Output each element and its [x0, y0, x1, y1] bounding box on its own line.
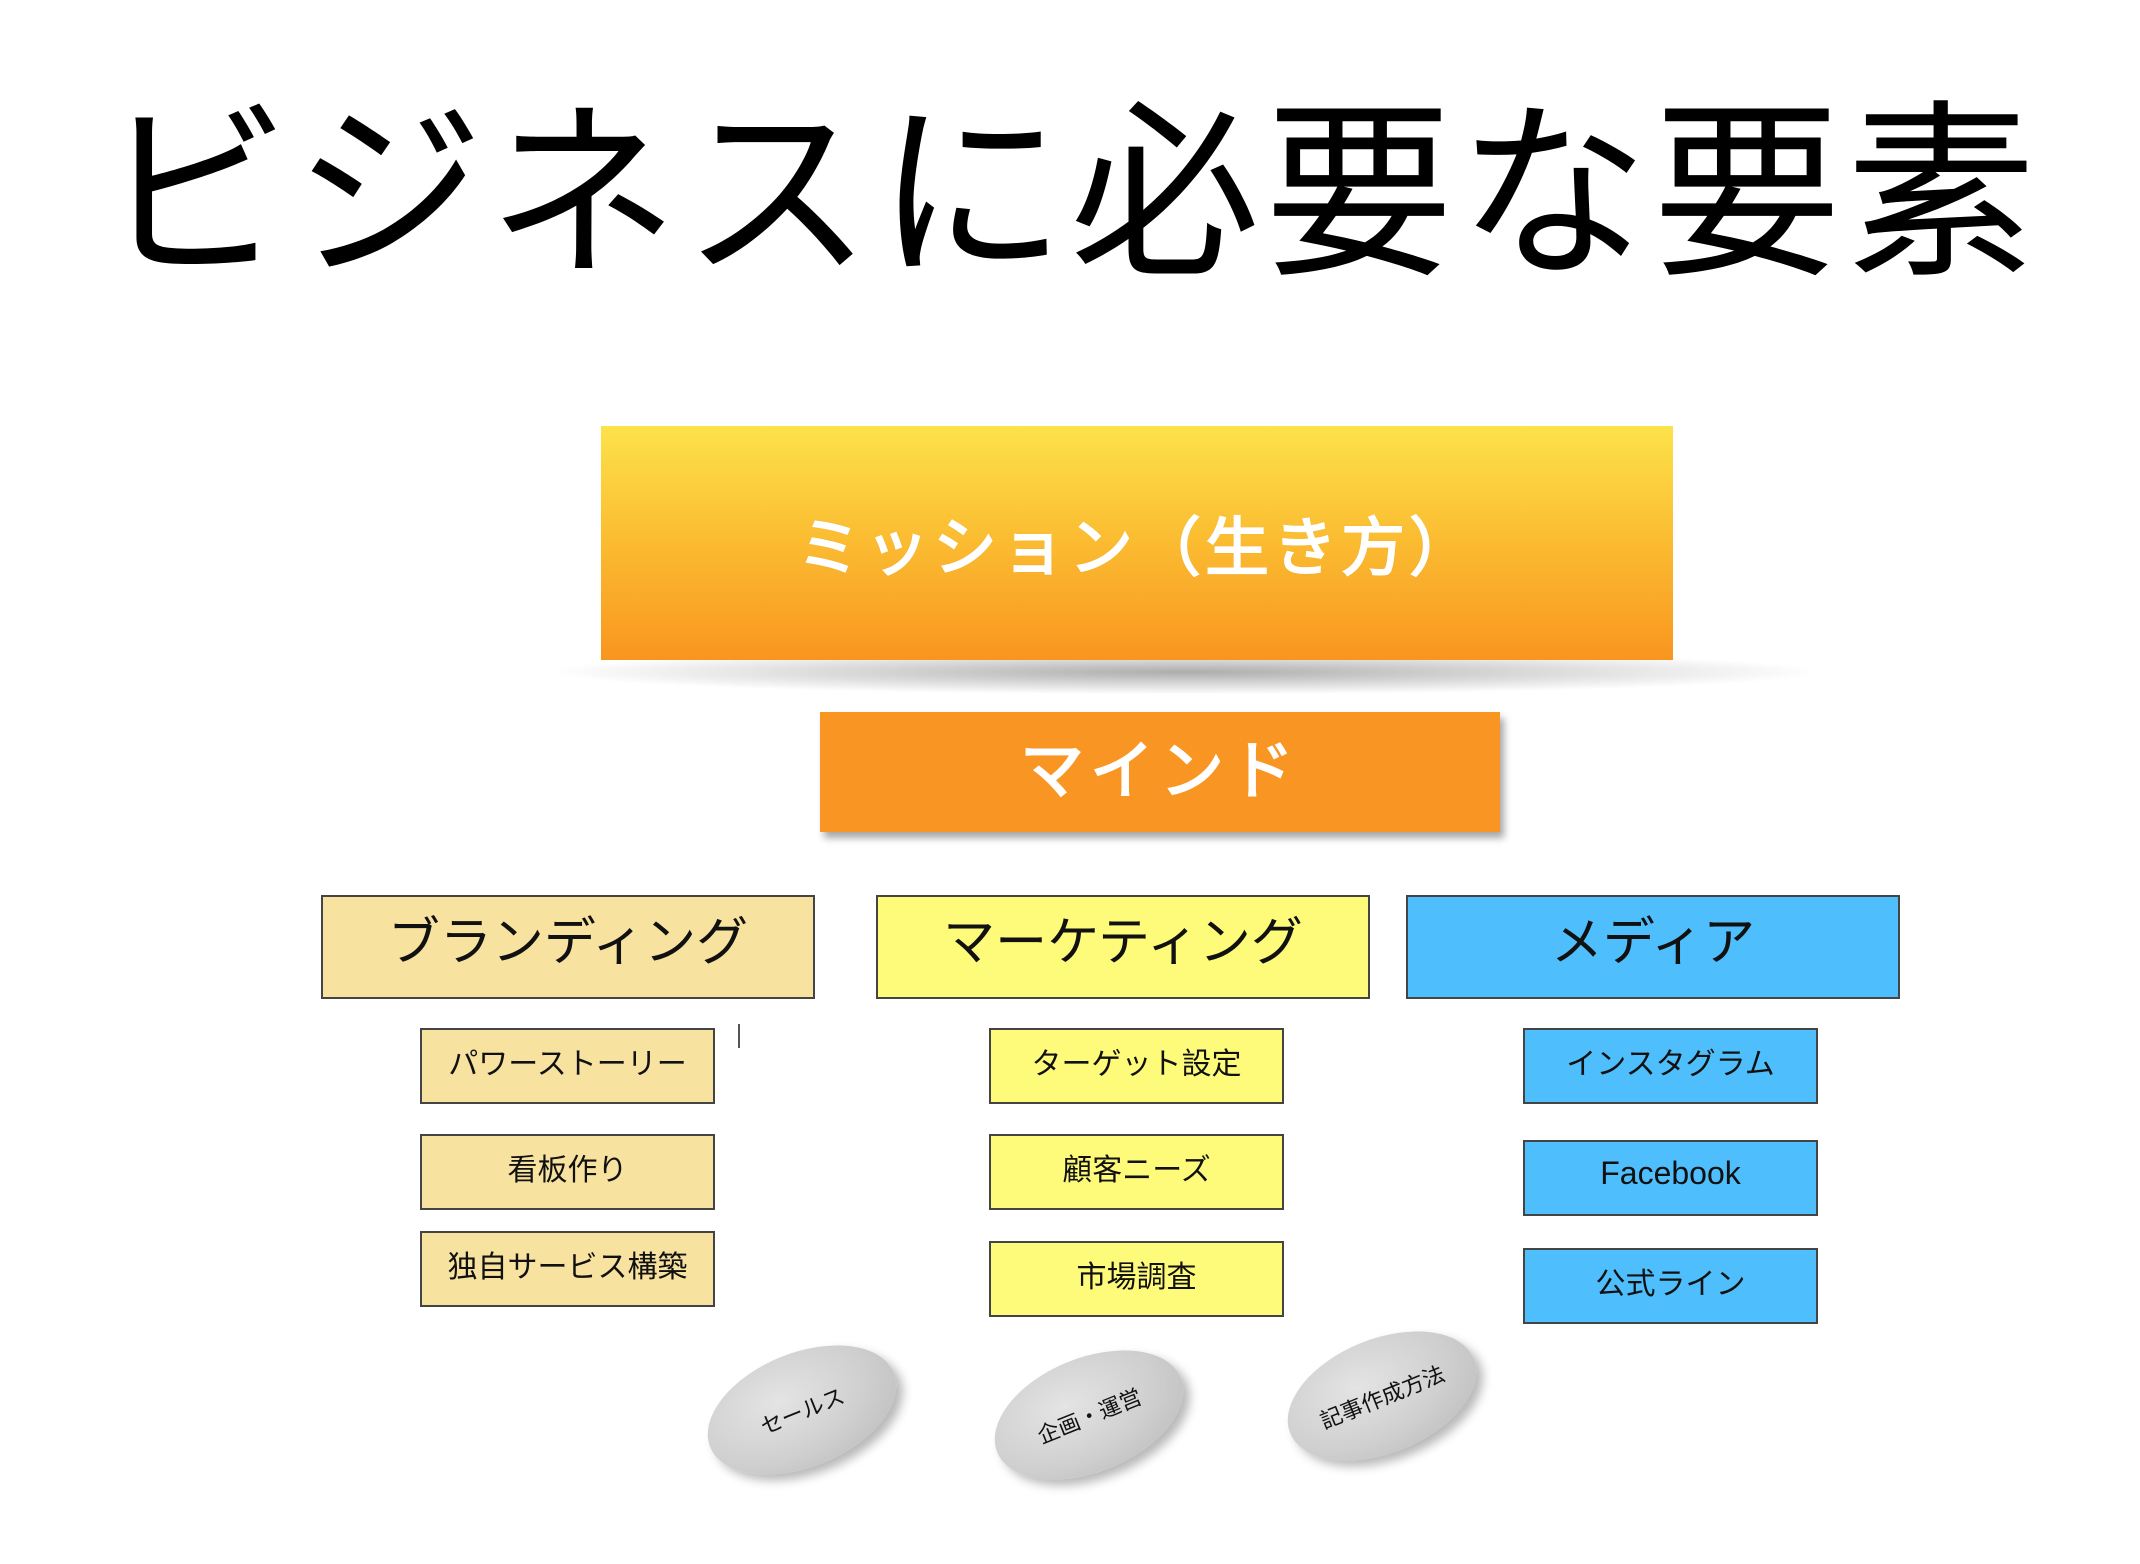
media-item-official-line: 公式ライン	[1523, 1248, 1818, 1324]
branding-item-power-story: パワーストーリー	[420, 1028, 715, 1104]
text-cursor	[738, 1024, 740, 1048]
pill-article-writing: 記事作成方法	[1268, 1306, 1496, 1486]
category-marketing: マーケティング	[876, 895, 1370, 999]
mind-box: マインド	[820, 712, 1500, 832]
category-branding: ブランディング	[321, 895, 815, 999]
marketing-item-target: ターゲット設定	[989, 1028, 1284, 1104]
media-item-instagram: インスタグラム	[1523, 1028, 1818, 1104]
category-media: メディア	[1406, 895, 1900, 999]
branding-item-unique-service: 独自サービス構築	[420, 1231, 715, 1307]
pill-sales: セールス	[688, 1320, 916, 1500]
marketing-item-market-research: 市場調査	[989, 1241, 1284, 1317]
page-title: ビジネスに必要な要素	[99, 84, 2040, 305]
marketing-item-customer-needs: 顧客ニーズ	[989, 1134, 1284, 1210]
branding-item-signboard: 看板作り	[420, 1134, 715, 1210]
media-item-facebook: Facebook	[1523, 1140, 1818, 1216]
pill-planning: 企画・運営	[975, 1325, 1203, 1505]
mission-box: ミッション（生き方）	[601, 426, 1673, 660]
